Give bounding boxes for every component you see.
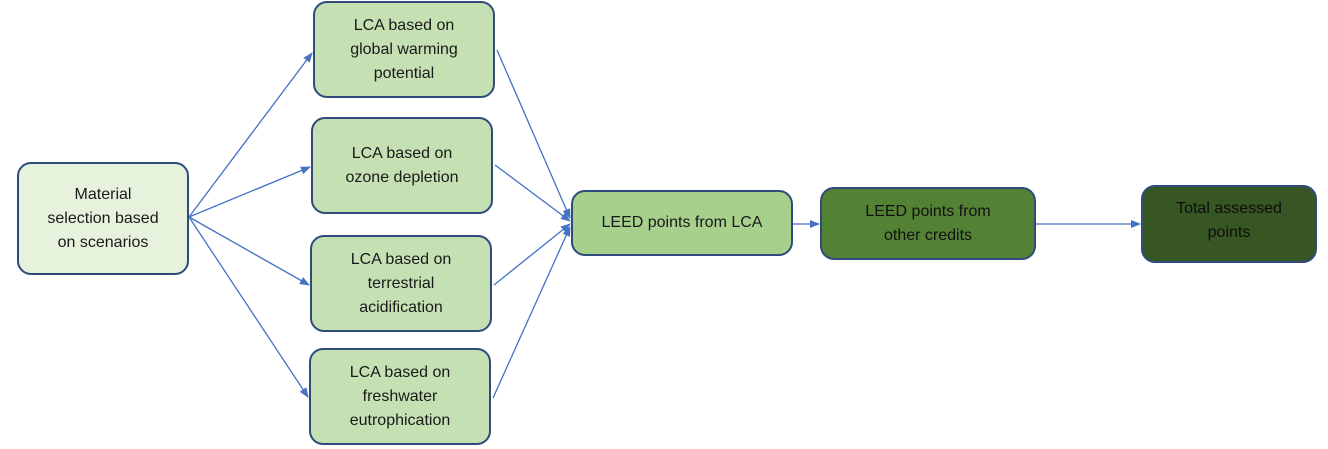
edge-source-to-lca-ozone (188, 166, 311, 218)
node-label-line: on scenarios (57, 233, 149, 251)
edge-source-to-lca-acid (188, 216, 310, 286)
edge-source-to-lca-eutro (188, 216, 309, 398)
node-total-assessed-points: Total assessed points (1141, 185, 1317, 263)
edge-lca-acid-to-leed-lca (493, 223, 571, 286)
node-label-line: LCA based on (350, 250, 452, 268)
edge-lca-eutro-to-leed-lca (492, 226, 571, 399)
node-label-line: global warming (350, 40, 458, 58)
node-leed-points-other-credits: LEED points from other credits (820, 187, 1036, 260)
node-label-line: Total assessed (1176, 200, 1282, 217)
node-label-line: LCA based on (353, 16, 455, 34)
node-label-line: eutrophication (349, 411, 451, 429)
node-label-line: terrestrial (367, 274, 435, 292)
node-label-line: acidification (359, 298, 443, 316)
node-label-line: potential (373, 64, 435, 82)
node-lca-ozone-depletion: LCA based on ozone depletion (311, 117, 493, 214)
edge-source-to-lca-gwp (188, 52, 313, 218)
node-lca-terrestrial-acidification: LCA based on terrestrial acidification (310, 235, 492, 332)
edge-lca-gwp-to-leed-lca (496, 49, 571, 219)
node-label-line: other credits (883, 226, 973, 244)
node-material-selection: Material selection based on scenarios (17, 162, 189, 275)
node-lca-global-warming: LCA based on global warming potential (313, 1, 495, 98)
node-leed-points-from-lca: LEED points from LCA (571, 190, 793, 256)
node-label-line: freshwater (362, 387, 438, 405)
node-label-line: LEED points from (865, 202, 991, 220)
node-label-line: LEED points from LCA (601, 214, 763, 231)
node-label-line: Material (74, 185, 132, 203)
node-label-line: ozone depletion (345, 168, 459, 186)
node-label-line: LCA based on (349, 363, 451, 381)
node-lca-freshwater-eutrophication: LCA based on freshwater eutrophication (309, 348, 491, 445)
node-label-line: points (1207, 224, 1251, 241)
node-label-line: LCA based on (351, 144, 453, 162)
edge-lca-ozone-to-leed-lca (494, 164, 571, 222)
node-label-line: selection based (47, 209, 159, 227)
